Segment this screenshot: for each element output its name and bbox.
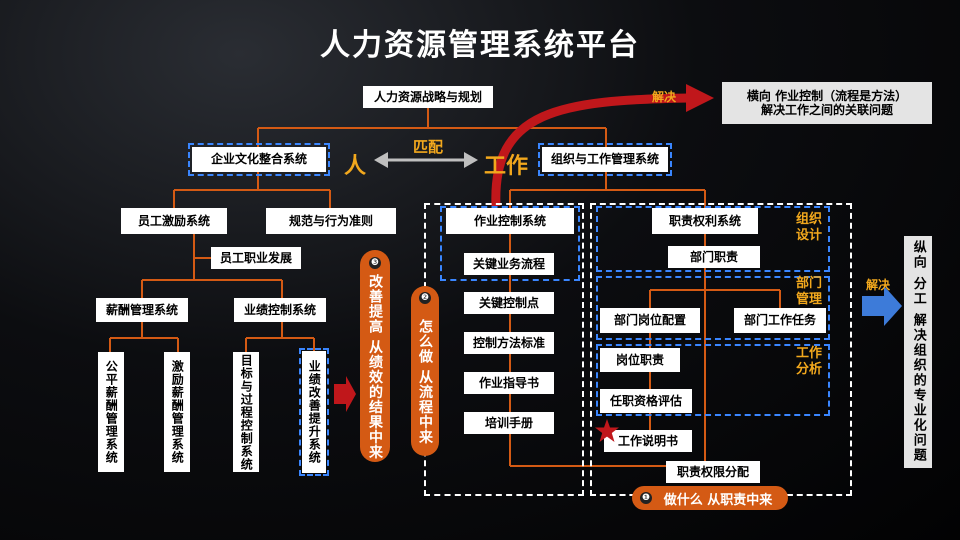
node-norms: 规范与行为准则: [266, 208, 396, 234]
node-goal-process: 目标与过程控制系统: [233, 352, 259, 472]
pill-what-number: ❶: [640, 492, 652, 504]
horizontal-note-line1: 横向 作业控制（流程是方法）: [746, 88, 908, 103]
node-culture: 企业文化整合系统: [192, 147, 326, 172]
node-manual: 培训手册: [464, 412, 554, 434]
pill-improve: 改善提高 从绩效的结果中来: [360, 250, 390, 462]
node-control-std: 控制方法标准: [464, 332, 554, 354]
label-work: 工作: [483, 154, 528, 179]
label-org-design: 组织设计: [795, 212, 822, 244]
label-dept-mgmt: 部门管理: [795, 276, 822, 308]
pill-what: 做什么 从职责中来: [632, 486, 788, 510]
label-work-analysis: 工作分析: [795, 346, 822, 378]
node-guide: 作业指导书: [464, 372, 554, 394]
node-dept-task: 部门工作任务: [734, 308, 826, 333]
node-org-work: 组织与工作管理系统: [542, 147, 668, 172]
node-key-process: 关键业务流程: [464, 253, 554, 275]
pill-improve-text: 改善提高 从绩效的结果中来: [367, 274, 383, 460]
node-incentive-pay: 激励薪酬管理系统: [164, 352, 190, 472]
frame-org-design: [596, 206, 830, 272]
node-job-desc: 工作说明书: [604, 430, 692, 452]
frame-perf-improve: [299, 348, 329, 476]
pill-how-text: 怎么做 从流程中来: [417, 319, 433, 445]
node-strategy: 人力资源战略与规划: [363, 86, 493, 108]
node-dept-post: 部门岗位配置: [600, 308, 700, 333]
pill-improve-number: ❸: [369, 257, 381, 269]
frame-org-work: [538, 143, 672, 176]
frame-dept-mgmt: [596, 276, 830, 340]
node-perf-improve: 业绩改善提升系统: [302, 351, 326, 473]
node-career: 员工职业发展: [211, 247, 301, 269]
node-op-control: 作业控制系统: [446, 208, 574, 234]
pill-what-text: 做什么 从职责中来: [663, 492, 773, 508]
node-authority: 职责权限分配: [666, 461, 760, 483]
node-fair-pay: 公平薪酬管理系统: [98, 352, 124, 472]
pill-how: 怎么做 从流程中来: [411, 286, 439, 456]
pill-how-number: ❷: [419, 292, 431, 304]
label-match: 匹配: [412, 138, 443, 156]
node-key-control: 关键控制点: [464, 292, 554, 314]
node-post-duty: 岗位职责: [600, 348, 680, 372]
frame-work-analysis: [596, 344, 830, 416]
node-performance: 业绩控制系统: [234, 298, 326, 322]
frame-culture: [188, 143, 330, 176]
horizontal-note: 横向 作业控制（流程是方法） 解决工作之间的关联问题: [722, 82, 932, 124]
node-incentive: 员工激励系统: [121, 208, 227, 234]
node-salary: 薪酬管理系统: [96, 298, 188, 322]
horizontal-note-line2: 解决工作之间的关联问题: [760, 103, 893, 117]
vertical-note: 纵向 分工 解决组织的专业化问题: [904, 236, 932, 468]
label-solve-right: 解决: [865, 278, 890, 292]
label-solve-top: 解决: [651, 90, 676, 104]
node-duty-system: 职责权利系统: [652, 208, 758, 234]
star-icon: [595, 419, 619, 442]
node-qualification: 任职资格评估: [600, 389, 692, 413]
label-person: 人: [343, 154, 366, 179]
page-title: 人力资源管理系统平台: [320, 28, 640, 63]
frame-op-control-group: [440, 206, 580, 281]
node-dept-duty: 部门职责: [668, 246, 760, 268]
